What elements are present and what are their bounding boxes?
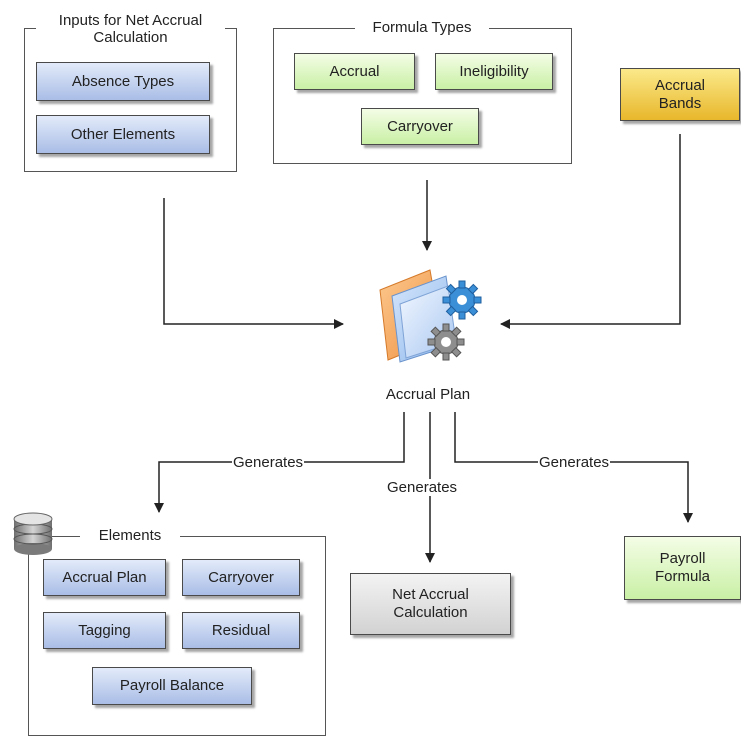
database-icon <box>10 511 56 557</box>
elements-group-title: Elements <box>80 527 180 544</box>
element-residual-box[interactable]: Residual <box>182 612 300 649</box>
formula-types-group-title: Formula Types <box>355 19 489 36</box>
payroll-formula-box[interactable]: Payroll Formula <box>624 536 741 600</box>
element-accrual-plan-box[interactable]: Accrual Plan <box>43 559 166 596</box>
accrual-plan-icon[interactable] <box>376 262 482 372</box>
generates-label-net-accrual: Generates <box>386 479 459 496</box>
other-elements-box[interactable]: Other Elements <box>36 115 210 154</box>
net-accrual-calculation-box[interactable]: Net Accrual Calculation <box>350 573 511 635</box>
accrual-plan-gears-icon <box>379 269 482 363</box>
element-carryover-box[interactable]: Carryover <box>182 559 300 596</box>
element-payroll-balance-box[interactable]: Payroll Balance <box>92 667 252 705</box>
accrual-bands-box[interactable]: Accrual Bands <box>620 68 740 121</box>
generates-label-elements: Generates <box>232 454 305 471</box>
carryover-formula-box[interactable]: Carryover <box>361 108 479 145</box>
edge-bands-to-plan <box>500 134 681 329</box>
accrual-plan-label: Accrual Plan <box>385 386 471 403</box>
generates-label-payroll-formula: Generates <box>538 454 611 471</box>
accrual-formula-box[interactable]: Accrual <box>294 53 415 90</box>
edge-inputs-to-plan <box>163 198 344 329</box>
element-tagging-box[interactable]: Tagging <box>43 612 166 649</box>
ineligibility-formula-box[interactable]: Ineligibility <box>435 53 553 90</box>
accrual-plan-diagram: Inputs for Net Accrual Calculation Absen… <box>10 12 741 736</box>
absence-types-box[interactable]: Absence Types <box>36 62 210 101</box>
inputs-group-title: Inputs for Net Accrual Calculation <box>36 12 225 46</box>
